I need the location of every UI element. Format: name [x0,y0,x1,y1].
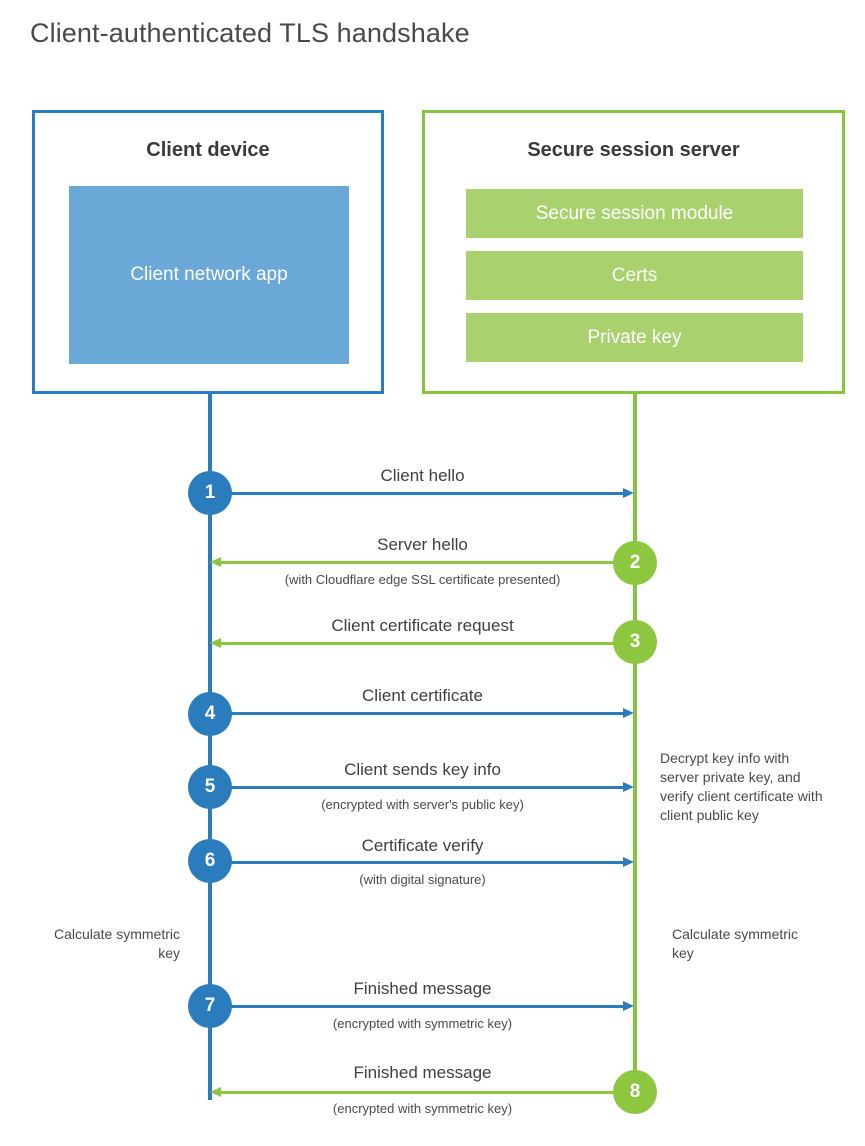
message-label-1: Client hello [380,466,465,485]
arrowhead-right-icon [623,857,634,867]
message-label-2: Server hello [377,535,468,554]
message-sublabel-8: (encrypted with symmetric key) [332,1101,513,1116]
step-circle-4[interactable]: 4 [188,692,232,736]
server-component-stack: Secure session module Certs Private key [466,189,803,362]
secure-session-server-box: Secure session server Secure session mod… [422,110,845,394]
server-component-certs: Certs [466,251,803,300]
message-label-5: Client sends key info [344,760,501,779]
client-calculate-symmetric-key-note: Calculate symmetric key [53,926,180,961]
arrowhead-left-icon [210,1087,221,1097]
message-arrow-7 [210,1001,634,1011]
message-arrow-3 [210,638,635,648]
client-lifeline [208,393,212,1100]
step-circle-7[interactable]: 7 [188,984,232,1028]
server-decrypt-note: Decrypt key info with server private key… [660,750,823,823]
server-calculate-symmetric-key-note: Calculate symmetric key [672,926,799,961]
message-label-6: Certificate verify [361,836,484,855]
server-component-secure-session-module: Secure session module [466,189,803,238]
server-component-private-key: Private key [466,313,803,362]
message-arrow-6 [210,857,634,867]
step-circle-2[interactable]: 2 [613,541,657,585]
message-sublabel-6: (with digital signature) [359,872,486,887]
arrowhead-left-icon [210,557,221,567]
message-sublabel-7: (encrypted with symmetric key) [332,1016,513,1031]
step-circle-5[interactable]: 5 [188,765,232,809]
message-arrow-5 [210,782,634,792]
message-sublabel-2: (with Cloudflare edge SSL certificate pr… [284,572,561,587]
message-arrow-1 [210,488,634,498]
arrowhead-right-icon [623,488,634,498]
message-label-4: Client certificate [362,686,483,705]
arrowhead-left-icon [210,638,221,648]
step-circle-1[interactable]: 1 [188,471,232,515]
message-sublabel-5: (encrypted with server's public key) [321,797,524,812]
message-arrow-8 [210,1087,635,1097]
arrowhead-right-icon [623,782,634,792]
step-circle-6[interactable]: 6 [188,839,232,883]
message-arrow-4 [210,708,634,718]
page-title: Client-authenticated TLS handshake [30,18,470,48]
message-label-8: Finished message [353,1063,492,1082]
message-arrow-2 [210,557,635,567]
message-label-3: Client certificate request [331,616,514,635]
client-network-app-block: Client network app [69,186,349,364]
step-circle-8[interactable]: 8 [613,1070,657,1114]
server-lifeline [633,393,637,1093]
arrowhead-right-icon [623,708,634,718]
client-device-title: Client device [146,139,270,161]
arrowhead-right-icon [623,1001,634,1011]
secure-session-server-title: Secure session server [527,139,740,161]
client-device-box: Client device Client network app [32,110,384,394]
message-label-7: Finished message [353,979,492,998]
step-circle-3[interactable]: 3 [613,620,657,664]
